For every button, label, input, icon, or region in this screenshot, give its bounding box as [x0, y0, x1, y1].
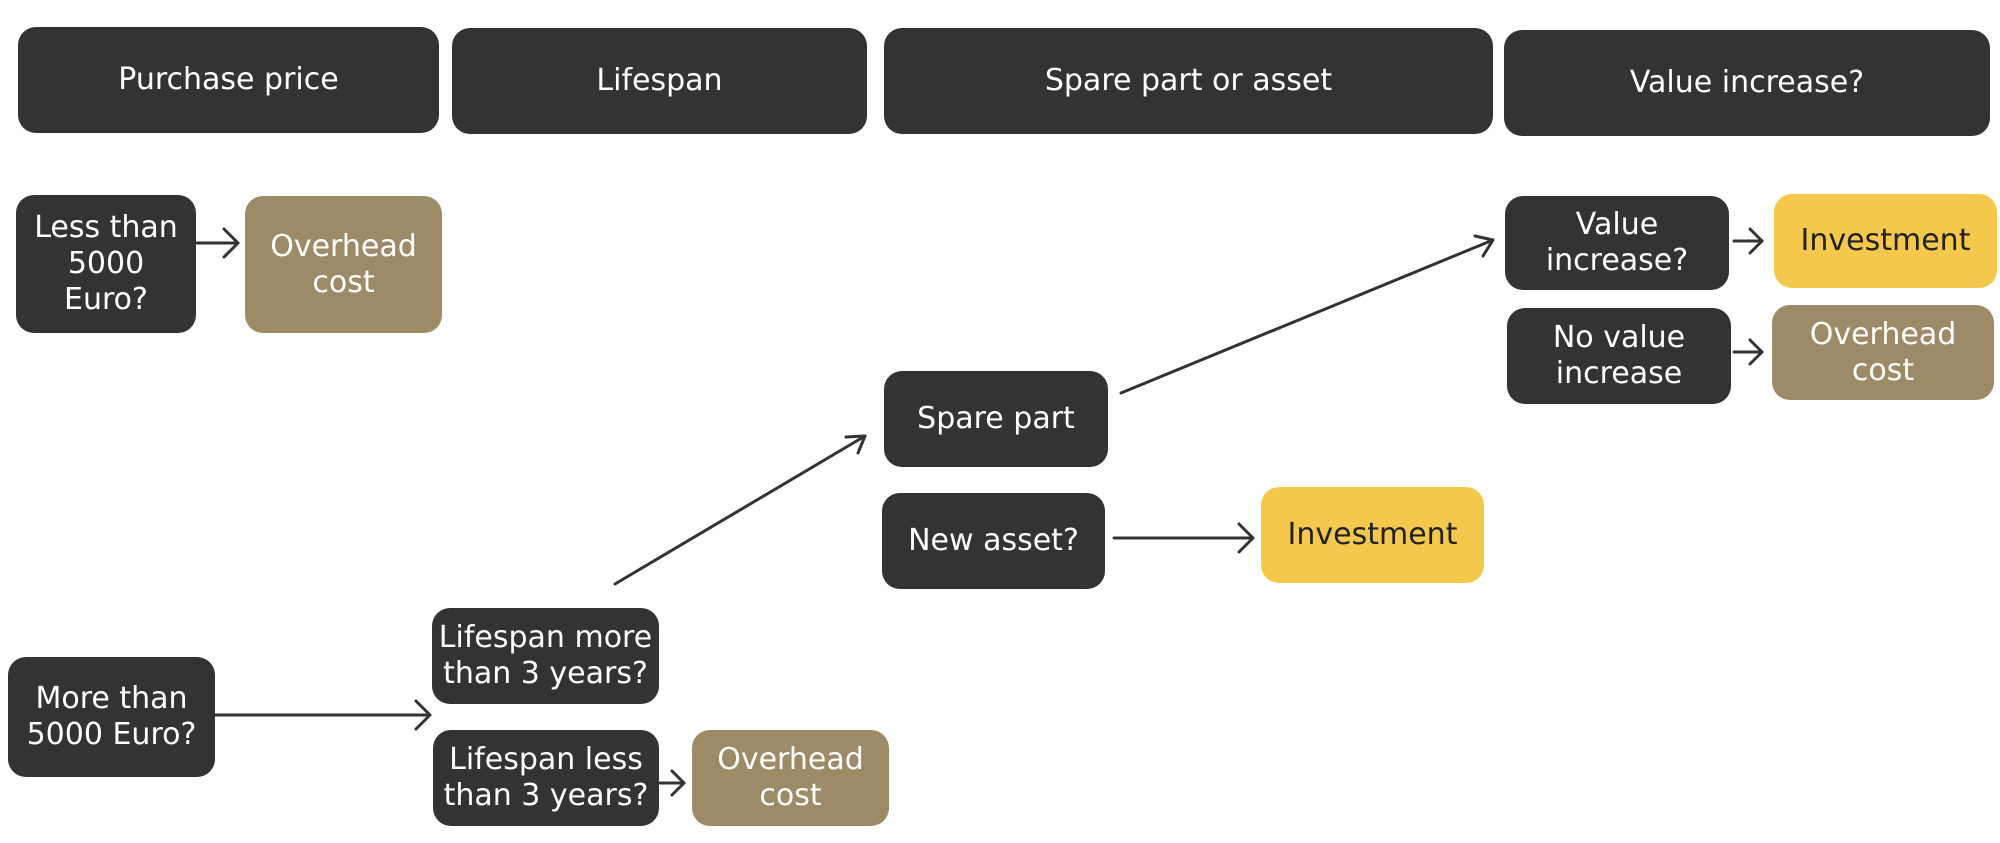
node-overhead-cost-3: Overhead cost [1772, 305, 1994, 400]
arrow-value-increase-to-investment [1732, 227, 1764, 255]
node-lifespan-less-than-3-years: Lifespan less than 3 years? [433, 730, 659, 826]
header-lifespan: Lifespan [452, 28, 867, 134]
arrow-more-to-lifespan [213, 699, 432, 731]
node-new-asset: New asset? [882, 493, 1105, 589]
header-value-increase: Value increase? [1504, 30, 1990, 136]
node-lifespan-more-than-3-years: Lifespan more than 3 years? [432, 608, 659, 704]
node-more-than-5000-euro: More than 5000 Euro? [8, 657, 215, 777]
header-spare-part-or-asset: Spare part or asset [884, 28, 1493, 134]
arrow-no-value-increase-to-overhead [1732, 338, 1764, 366]
node-value-increase: Value increase? [1505, 196, 1729, 290]
arrow-lifespan-more-to-spare-part [613, 434, 867, 586]
arrow-lifespan-less-to-overhead [658, 769, 686, 797]
node-spare-part: Spare part [884, 371, 1108, 467]
node-investment-1: Investment [1261, 487, 1484, 583]
arrow-new-asset-to-investment [1112, 522, 1255, 554]
header-purchase-price: Purchase price [18, 27, 439, 133]
node-overhead-cost-2: Overhead cost [692, 730, 889, 826]
node-less-than-5000-euro: Less than 5000 Euro? [16, 195, 196, 333]
node-no-value-increase: No value increase [1507, 308, 1731, 404]
node-investment-2: Investment [1774, 194, 1997, 288]
node-overhead-cost-1: Overhead cost [245, 196, 442, 333]
arrow-spare-part-to-value-increase [1119, 234, 1495, 395]
arrow-less-to-overhead [195, 227, 240, 259]
